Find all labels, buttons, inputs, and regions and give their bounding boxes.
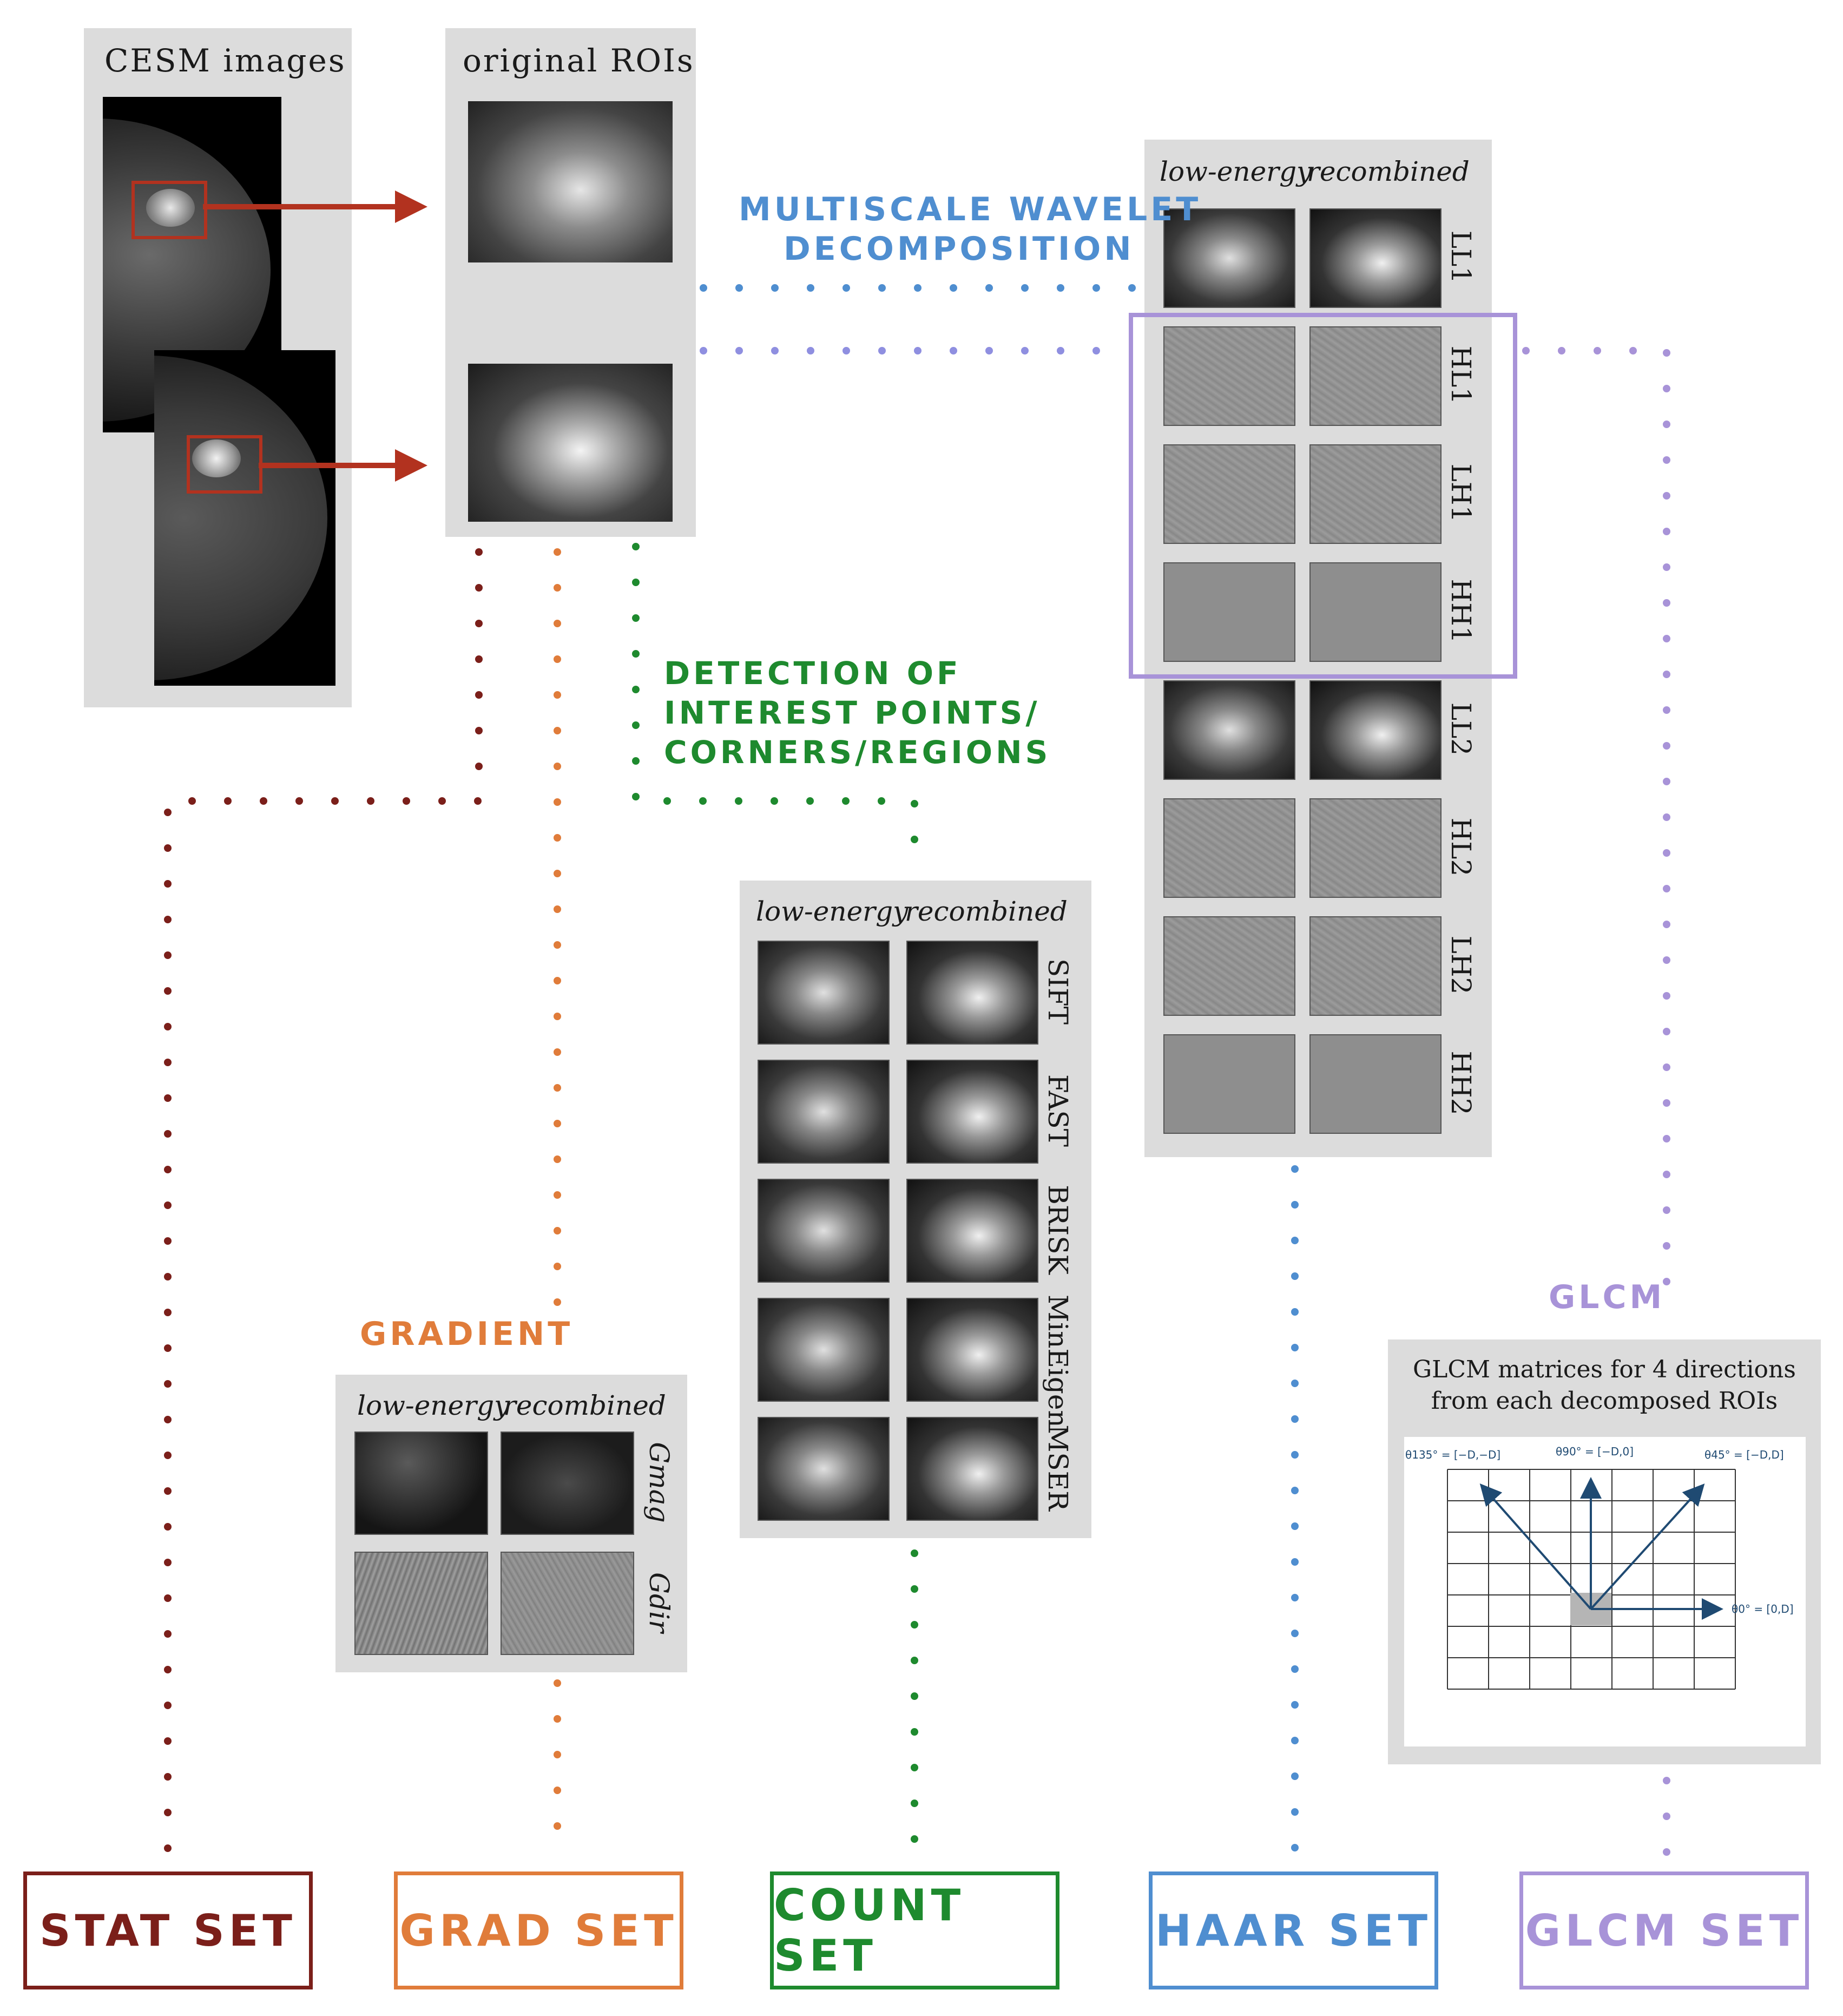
glcm-label-45: θ45° = [−D,D] — [1704, 1448, 1784, 1461]
glcm-grid-svg: θ135° = [−D,−D] θ90° = [−D,0] θ45° = [−D… — [1405, 1445, 1794, 1690]
detectors-col-recombined: recombined — [905, 896, 1068, 927]
glcm-connector-right — [1522, 347, 1670, 1308]
detector-brisk-low-energy — [758, 1179, 890, 1283]
detector-fast-recombined — [906, 1060, 1038, 1164]
stat-connector — [164, 548, 483, 1860]
haar-set-box: HAAR SET — [1149, 1871, 1438, 1989]
original-rois-panel: original ROIs — [445, 28, 696, 537]
step-wavelet-line2: DECOMPOSITION — [784, 230, 1135, 268]
wavelet-ll1-recombined — [1309, 208, 1442, 308]
wavelet-hh1-low-energy — [1163, 562, 1295, 662]
step-wavelet-line1: MULTISCALE WAVELET — [739, 191, 1202, 228]
wavelet-ll2-recombined — [1309, 680, 1442, 780]
detector-mser-low-energy — [758, 1417, 890, 1521]
glcm-diagram-area: θ135° = [−D,−D] θ90° = [−D,0] θ45° = [−D… — [1404, 1437, 1806, 1746]
roi-marker-1 — [131, 181, 207, 239]
glcm-label-0: θ0° = [0,D] — [1732, 1603, 1794, 1616]
wavelet-lh2-low-energy — [1163, 916, 1295, 1016]
wavelet-ll1-low-energy — [1163, 208, 1295, 308]
gradient-gmag-recombined — [501, 1431, 634, 1535]
wavelet-hh2-low-energy — [1163, 1034, 1295, 1134]
gradient-gmag-low-energy — [354, 1431, 488, 1535]
original-rois-title: original ROIs — [463, 42, 695, 79]
wavelet-ll2-low-energy — [1163, 680, 1295, 780]
glcm-title-line1: GLCM matrices for 4 directions — [1413, 1356, 1796, 1383]
step-gradient: GRADIENT — [360, 1315, 574, 1353]
grad-set-box: GRAD SET — [394, 1871, 683, 1989]
wavelet-lh1-low-energy — [1163, 444, 1295, 544]
step-detection-line2: INTEREST POINTS/ — [664, 694, 1041, 731]
step-glcm: GLCM — [1549, 1278, 1666, 1316]
glcm-arrow-45 — [1590, 1483, 1705, 1610]
wavelet-hl1-low-energy — [1163, 326, 1295, 426]
step-detection-line3: CORNERS/REGIONS — [664, 734, 1051, 771]
detector-mineigen-low-energy — [758, 1298, 890, 1402]
count-connector-top — [632, 543, 918, 875]
detector-mineigen-recombined — [906, 1298, 1038, 1402]
detail-coeff-highlight — [1129, 313, 1517, 679]
wavelet-hl1-recombined — [1309, 326, 1442, 426]
glcm-arrow-135 — [1479, 1483, 1592, 1610]
wavelet-lh2-recombined — [1309, 916, 1442, 1016]
count-set-box: COUNT SET — [770, 1871, 1059, 1989]
roi-image-1 — [468, 101, 673, 262]
detector-sift-recombined — [906, 941, 1038, 1045]
detectors-col-low-energy: low-energy — [756, 896, 909, 927]
detector-sift-low-energy — [758, 941, 890, 1045]
mammogram-image-2 — [154, 350, 335, 686]
gradient-gdir-low-energy — [354, 1552, 488, 1655]
detector-brisk-recombined — [906, 1179, 1038, 1283]
wavelet-col-recombined: recombined — [1307, 156, 1470, 187]
gradient-col-low-energy: low-energy — [357, 1390, 510, 1421]
detector-fast-low-energy — [758, 1060, 890, 1164]
wavelet-col-low-energy: low-energy — [1160, 156, 1312, 187]
cesm-images-title: CESM images — [104, 42, 346, 79]
glcm-panel: GLCM matrices for 4 directions from each… — [1388, 1339, 1821, 1764]
detector-mser-recombined — [906, 1417, 1038, 1521]
stat-set-box: STAT SET — [23, 1871, 313, 1989]
glcm-title-line2: from each decomposed ROIs — [1431, 1387, 1778, 1415]
wavelet-hl2-recombined — [1309, 798, 1442, 898]
wavelet-hh2-recombined — [1309, 1034, 1442, 1134]
gradient-gdir-recombined — [501, 1552, 634, 1655]
step-detection-line1: DETECTION OF — [664, 655, 962, 692]
gradient-col-recombined: recombined — [503, 1390, 666, 1421]
roi-image-2 — [468, 364, 673, 522]
wavelet-hh1-recombined — [1309, 562, 1442, 662]
glcm-label-135: θ135° = [−D,−D] — [1405, 1448, 1500, 1461]
glcm-label-90: θ90° = [−D,0] — [1556, 1445, 1634, 1458]
glcm-set-box: GLCM SET — [1519, 1871, 1809, 1989]
wavelet-hl2-low-energy — [1163, 798, 1295, 898]
cesm-images-panel: CESM images — [84, 28, 352, 707]
wavelet-lh1-recombined — [1309, 444, 1442, 544]
